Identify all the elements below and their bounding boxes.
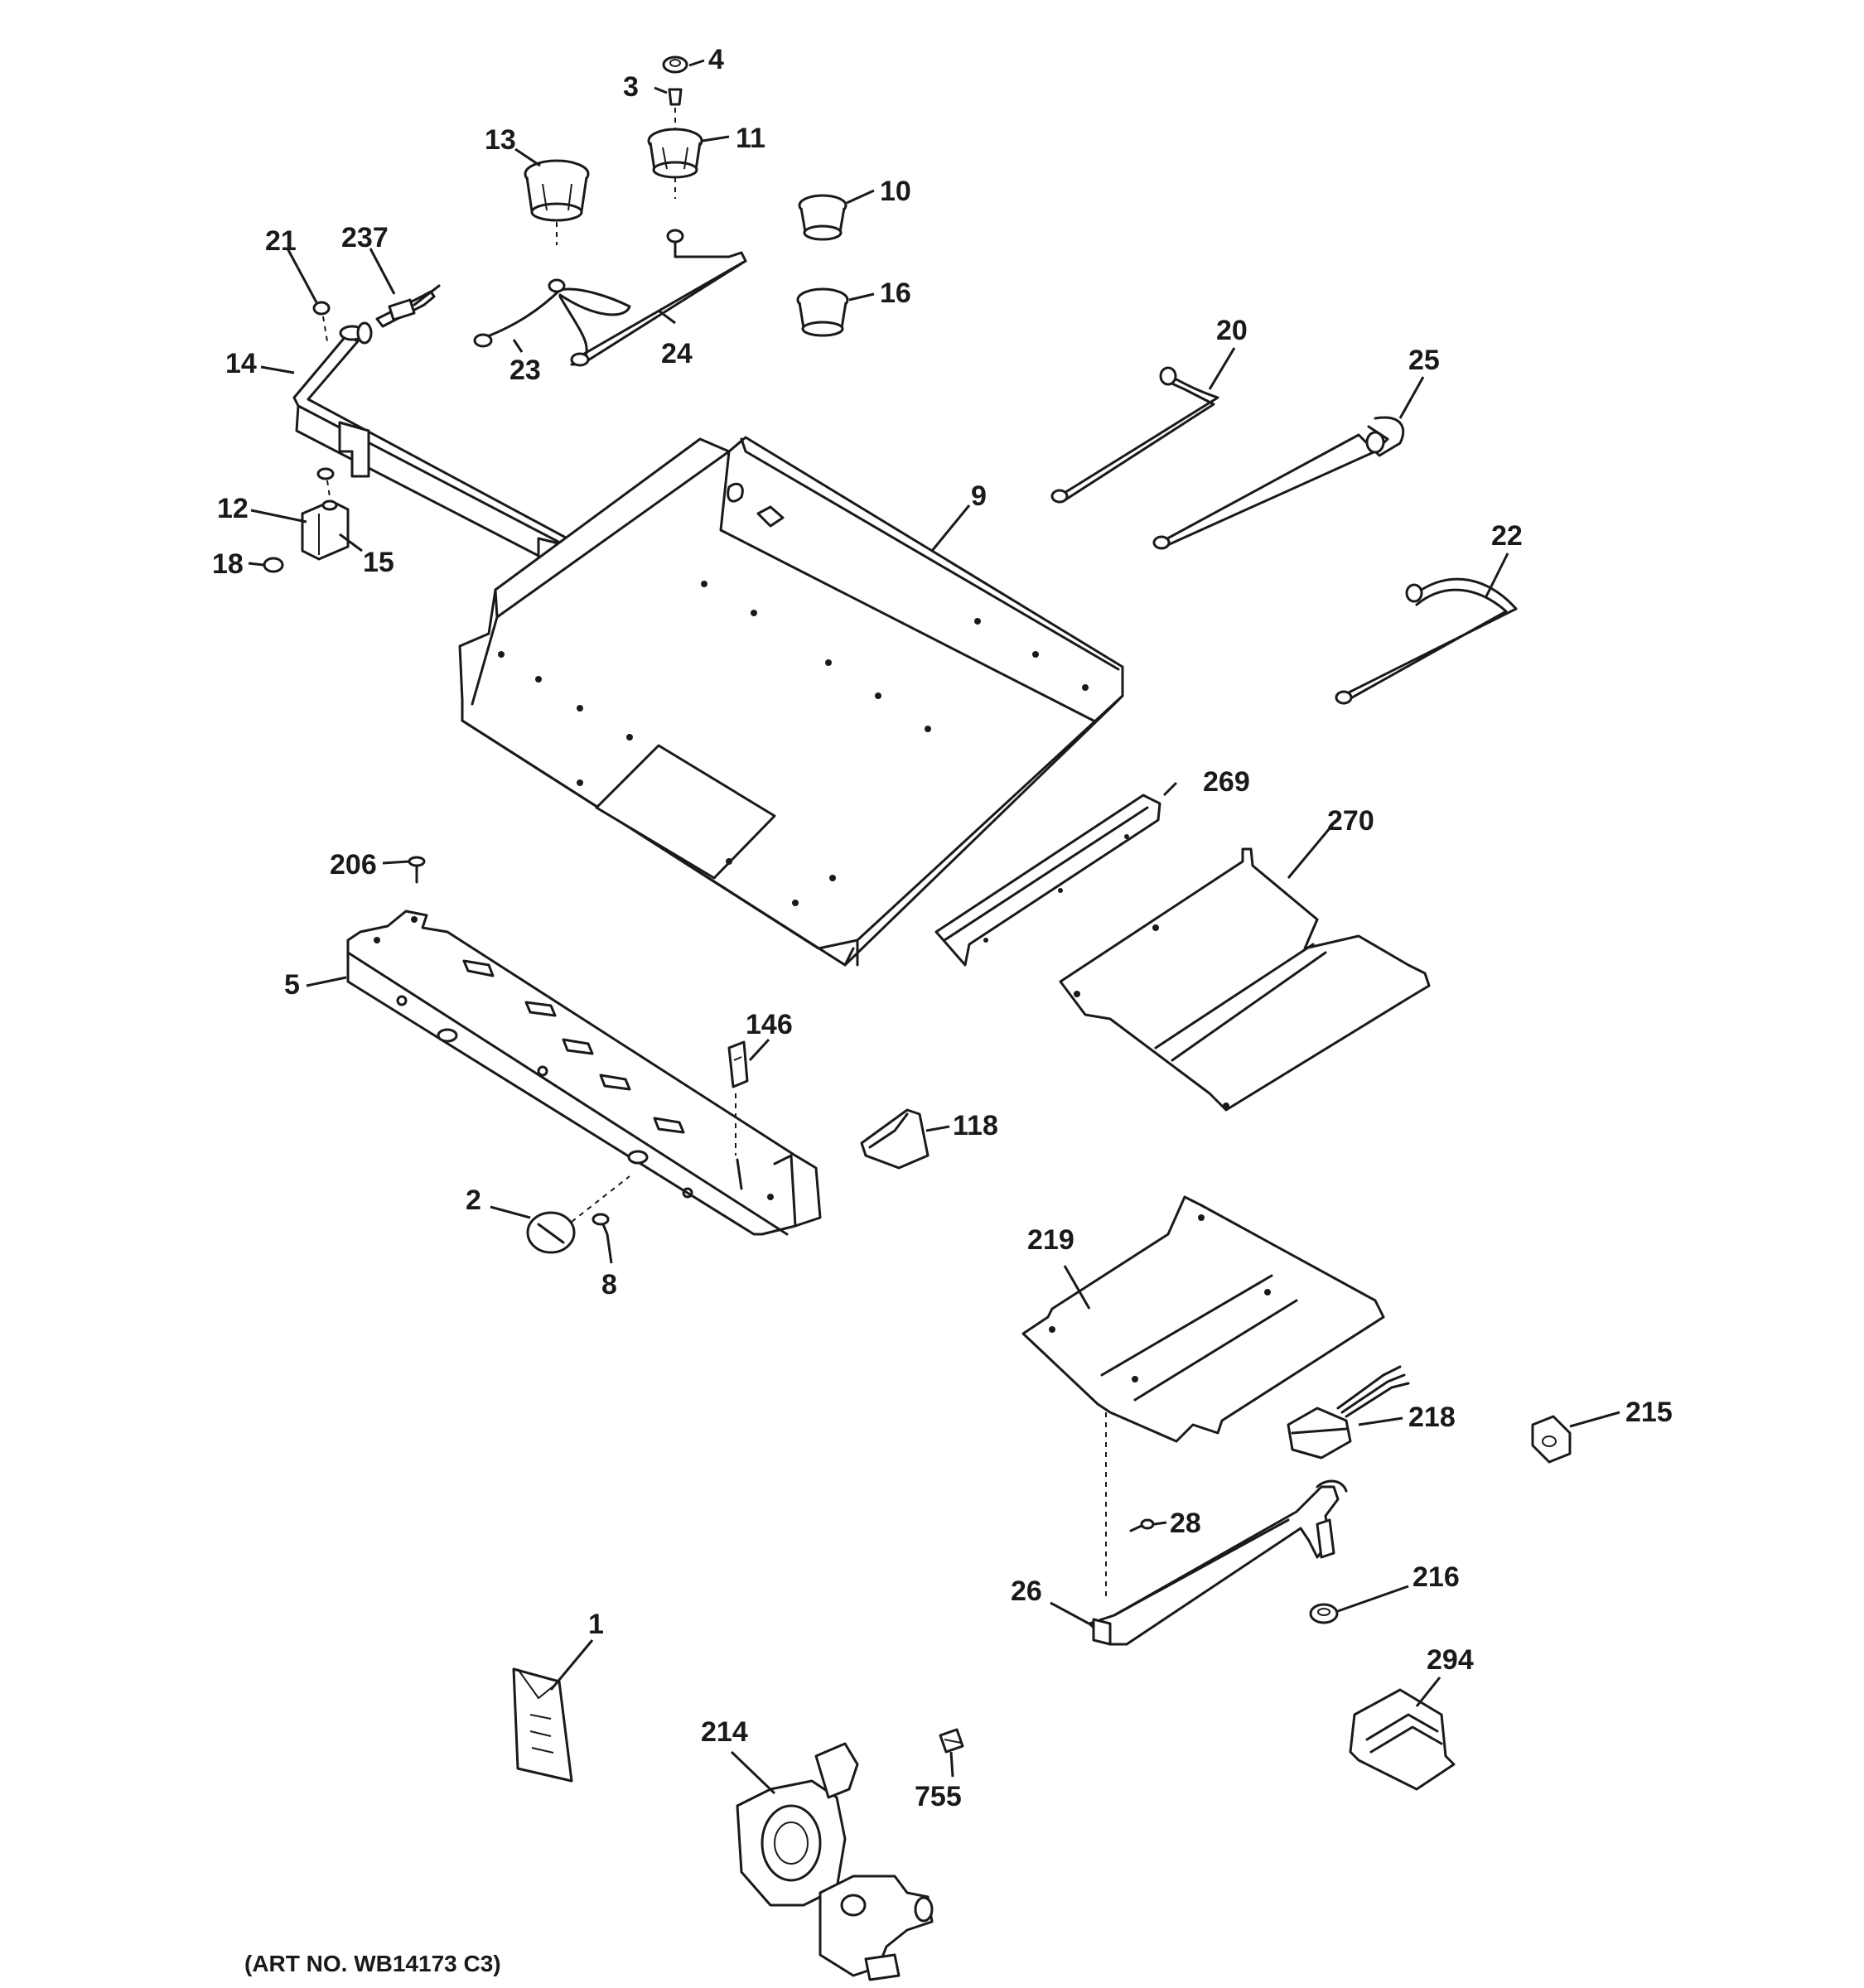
part-11-burner-head: [647, 128, 703, 199]
part-5-control-panel: [346, 910, 822, 1236]
label-15: 15: [363, 547, 394, 578]
part-215-bracket: [1531, 1415, 1572, 1464]
part-269-rail: [934, 794, 1161, 967]
part-237-orifice: [388, 284, 441, 321]
part-270-shield: [1059, 847, 1431, 1112]
part-146-clip: [727, 1040, 749, 1156]
part-16-burner-head: [796, 287, 849, 337]
part-118-cover: [860, 1108, 930, 1170]
label-16: 16: [880, 277, 911, 309]
label-3: 3: [623, 71, 639, 103]
part-219-panel: [1021, 1195, 1385, 1443]
label-23: 23: [509, 355, 541, 386]
label-214: 214: [701, 1716, 748, 1748]
label-25: 25: [1408, 345, 1440, 376]
part-294-bracket: [1349, 1688, 1456, 1791]
label-146: 146: [746, 1009, 793, 1040]
part-9-burner-box: [458, 436, 1124, 967]
part-3-fitting: [668, 88, 683, 131]
label-14: 14: [225, 348, 257, 379]
label-294: 294: [1427, 1644, 1474, 1676]
part-10-burner-head: [798, 194, 847, 241]
label-216: 216: [1412, 1561, 1460, 1593]
part-13-burner-head: [524, 159, 590, 245]
label-18: 18: [212, 548, 244, 580]
part-1-literature-packet: [512, 1667, 573, 1783]
callout-leaders: [248, 59, 1620, 1795]
part-206-screw: [408, 856, 426, 884]
label-24: 24: [661, 338, 693, 369]
part-24-gas-tube: [570, 229, 747, 367]
label-12: 12: [217, 493, 249, 524]
part-15-valve-fitting: [316, 467, 335, 498]
label-2: 2: [466, 1185, 481, 1216]
label-755: 755: [915, 1781, 962, 1812]
part-4-nut: [662, 55, 688, 74]
label-20: 20: [1216, 315, 1248, 346]
part-2-knob: [526, 1175, 630, 1254]
part-8-screw: [592, 1213, 610, 1236]
part-26-bake-burner: [1088, 1479, 1348, 1646]
label-219: 219: [1027, 1224, 1074, 1256]
label-215: 215: [1625, 1397, 1673, 1428]
label-218: 218: [1408, 1402, 1456, 1433]
part-214-gas-valve: [736, 1742, 934, 1981]
part-21-screw: [312, 301, 331, 342]
part-23-gas-tube: [473, 278, 631, 366]
label-26: 26: [1011, 1575, 1042, 1607]
label-1: 1: [588, 1609, 604, 1640]
label-4: 4: [708, 44, 724, 75]
label-206: 206: [330, 849, 377, 881]
label-269: 269: [1203, 766, 1250, 798]
label-21: 21: [265, 225, 297, 257]
label-28: 28: [1170, 1508, 1201, 1539]
label-237: 237: [341, 222, 389, 253]
part-22-gas-tube: [1335, 577, 1518, 705]
label-118: 118: [953, 1110, 998, 1141]
part-25-gas-tube: [1152, 416, 1405, 550]
part-755-clip: [939, 1728, 964, 1754]
art-number-caption: (ART NO. WB14173 C3): [244, 1951, 501, 1976]
part-28-screw: [1129, 1518, 1155, 1532]
label-5: 5: [284, 969, 300, 1001]
label-13: 13: [485, 124, 516, 156]
part-12-valve-bracket: [301, 499, 350, 561]
part-20-gas-tube: [1050, 366, 1219, 504]
label-10: 10: [880, 176, 911, 207]
label-270: 270: [1327, 805, 1374, 837]
part-218-igniter-module: [1287, 1365, 1410, 1460]
part-18-nut: [263, 557, 284, 573]
label-11: 11: [736, 123, 765, 154]
label-9: 9: [971, 480, 987, 512]
part-216-nut: [1309, 1603, 1339, 1624]
label-8: 8: [601, 1269, 617, 1300]
label-22: 22: [1491, 520, 1523, 552]
